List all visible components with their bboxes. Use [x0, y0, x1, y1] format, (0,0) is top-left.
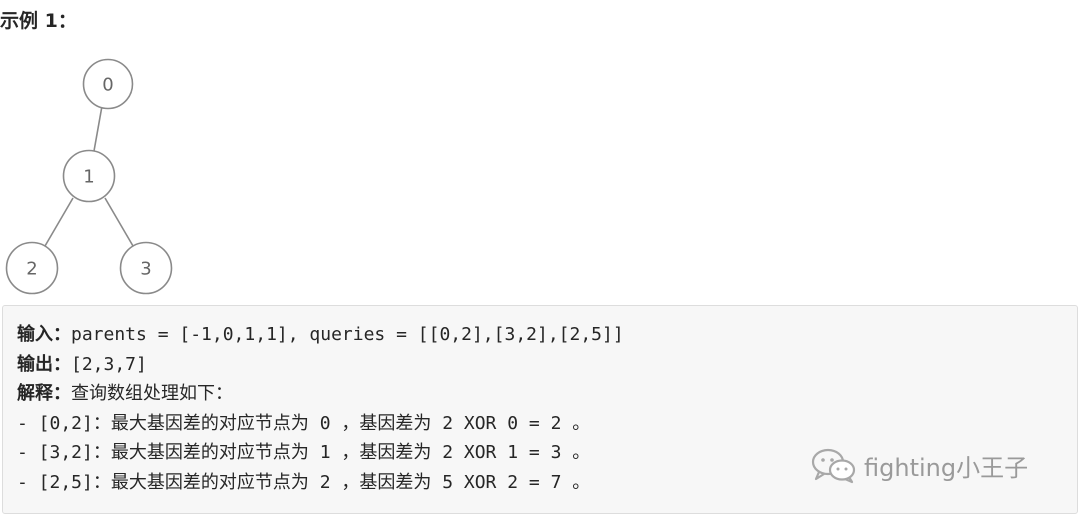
- tree-node-0: 0: [82, 58, 134, 110]
- tree-node-label: 2: [26, 259, 37, 280]
- example-title: 示例 1：: [0, 10, 77, 32]
- explanation-text: 查询数组处理如下：: [71, 383, 233, 405]
- output-label: 输出：: [17, 353, 71, 375]
- watermark-text: fighting小王子: [864, 453, 1029, 482]
- tree-edge-1-2: [44, 197, 74, 247]
- explanation-label: 解释：: [17, 383, 71, 405]
- tree-node-label: 0: [102, 75, 113, 96]
- explanation-bullet: - [2,5]：最大基因差的对应节点为 2 ，基因差为 5 XOR 2 = 7 …: [17, 471, 591, 493]
- tree-node-2: 2: [5, 241, 59, 295]
- output-line: 输出：[2,3,7]: [17, 350, 1077, 380]
- wechat-icon: [811, 448, 856, 484]
- tree-node-1: 1: [62, 149, 116, 203]
- example-code-block: 输入：parents = [-1,0,1,1], queries = [[0,2…: [2, 305, 1078, 514]
- explanation-bullet: - [3,2]：最大基因差的对应节点为 1 ，基因差为 2 XOR 1 = 3 …: [17, 442, 591, 464]
- tree-edge-1-3: [104, 197, 134, 247]
- tree-node-label: 3: [140, 259, 151, 280]
- tree-node-3: 3: [119, 241, 173, 295]
- watermark: fighting小王子: [810, 446, 1028, 484]
- input-line: 输入：parents = [-1,0,1,1], queries = [[0,2…: [17, 320, 1077, 350]
- tree-edge-0-1: [93, 105, 103, 152]
- tree-node-label: 1: [83, 167, 94, 188]
- explanation-bullet: - [0,2]：最大基因差的对应节点为 0 ，基因差为 2 XOR 0 = 2 …: [17, 412, 591, 434]
- input-label: 输入：: [17, 324, 71, 345]
- explanation-line: 解释：查询数组处理如下：: [17, 379, 1077, 409]
- tree-diagram: 0 1 2 3: [5, 58, 173, 295]
- input-value: parents = [-1,0,1,1], queries = [[0,2],[…: [71, 324, 624, 345]
- output-value: [2,3,7]: [71, 353, 147, 375]
